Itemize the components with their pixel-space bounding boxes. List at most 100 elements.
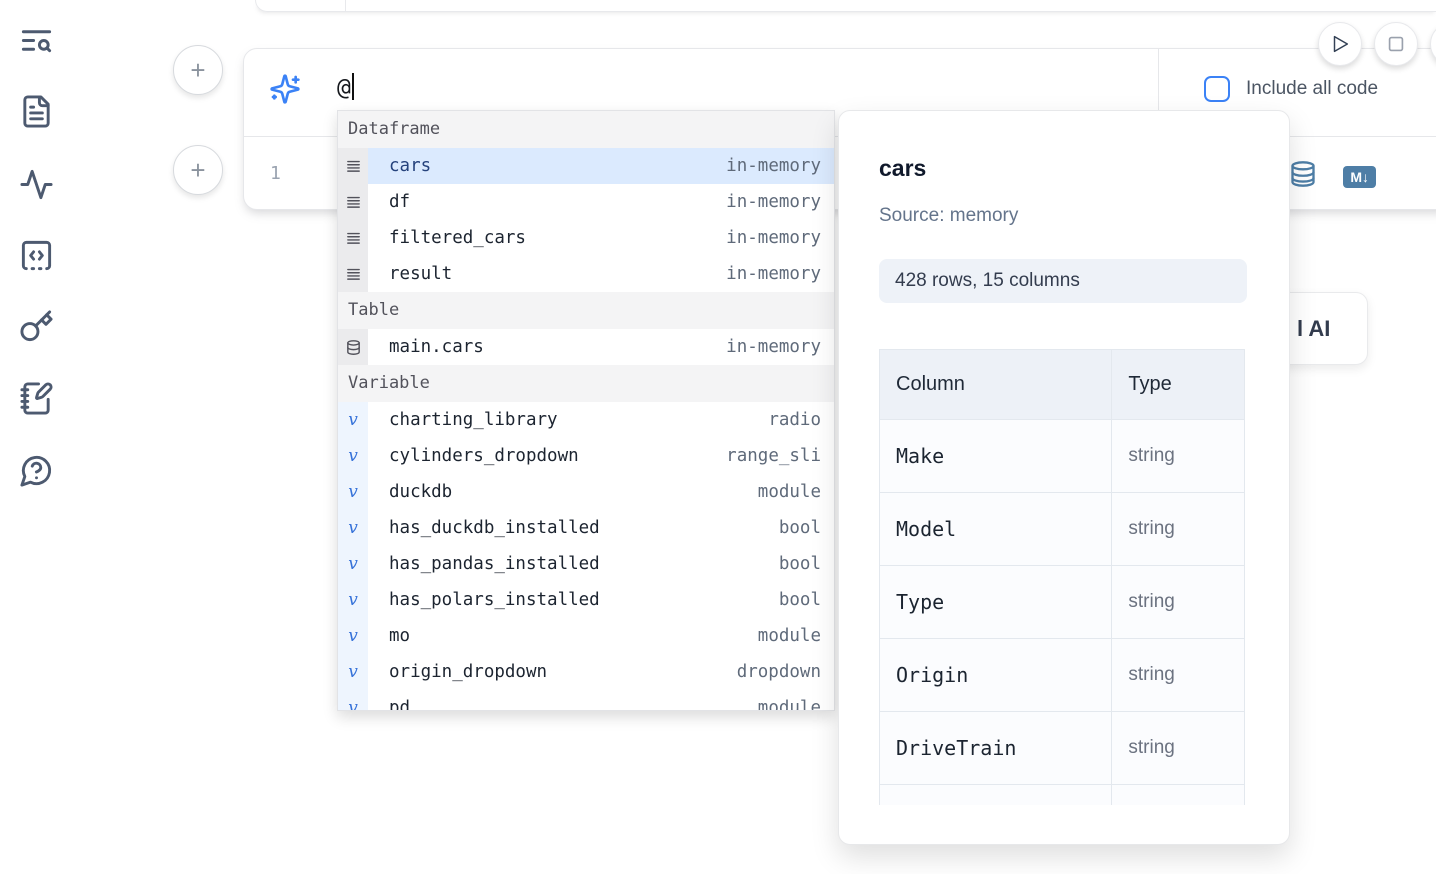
preview-shape-badge: 428 rows, 15 columns [879, 259, 1247, 303]
schema-column-name: Model [879, 492, 1113, 566]
autocomplete-item-df[interactable]: df in-memory [338, 184, 834, 220]
include-all-code-checkbox[interactable] [1204, 76, 1230, 102]
stop-cell-button[interactable] [1374, 22, 1418, 66]
schema-row [879, 784, 1245, 805]
schema-column-type: string [1111, 565, 1245, 639]
previous-cell-divider [345, 0, 346, 11]
preview-source: Source: memory [879, 205, 1019, 226]
completion-type: bool [778, 554, 821, 574]
completion-type: module [757, 482, 821, 502]
completion-name: mo [389, 626, 411, 646]
autocomplete-item-filtered_cars[interactable]: filtered_cars in-memory [338, 220, 834, 256]
completion-name: has_pandas_installed [389, 554, 600, 574]
dataframe-rows-icon [338, 256, 368, 292]
autocomplete-item-has_polars_installed[interactable]: v has_polars_installed bool [338, 582, 834, 618]
variable-icon: v [338, 546, 368, 582]
schema-column-name: Make [879, 419, 1113, 493]
variable-icon: v [338, 474, 368, 510]
schema-column-name: Origin [879, 638, 1113, 712]
play-icon [1333, 35, 1349, 53]
autocomplete-item-result[interactable]: result in-memory [338, 256, 834, 292]
completion-name: cylinders_dropdown [389, 446, 579, 466]
list-search-icon[interactable] [17, 21, 55, 59]
autocomplete-item-has_duckdb_installed[interactable]: v has_duckdb_installed bool [338, 510, 834, 546]
completion-name: pd [389, 698, 411, 711]
completion-name: result [389, 264, 453, 284]
run-cell-button[interactable] [1318, 22, 1362, 66]
dataframe-rows-icon [338, 220, 368, 256]
key-icon[interactable] [17, 307, 55, 345]
completion-name: origin_dropdown [389, 662, 548, 682]
completion-name: filtered_cars [389, 228, 526, 248]
schema-column-name: DriveTrain [879, 711, 1113, 785]
schema-column-type: string [1111, 638, 1245, 712]
left-sidebar [0, 0, 72, 874]
completion-type: bool [778, 518, 821, 538]
dataframe-preview-popup: cars Source: memory 428 rows, 15 columns… [838, 110, 1290, 845]
preview-title: cars [879, 155, 927, 181]
add-cell-button-bottom[interactable]: + [173, 145, 223, 195]
code-snippets-icon[interactable] [17, 236, 55, 274]
autocomplete-item-cylinders_dropdown[interactable]: v cylinders_dropdown range_sli [338, 438, 834, 474]
help-chat-icon[interactable] [17, 451, 55, 489]
schema-column-name: Type [879, 565, 1113, 639]
autocomplete-item-has_pandas_installed[interactable]: v has_pandas_installed bool [338, 546, 834, 582]
ai-prompt-input[interactable]: @ [337, 73, 354, 101]
completion-name: main.cars [389, 337, 484, 357]
completion-type: bool [778, 590, 821, 610]
dataframe-rows-icon [338, 184, 368, 220]
variable-icon: v [338, 582, 368, 618]
database-action-icon[interactable] [1289, 159, 1317, 194]
sparkles-icon [269, 73, 301, 105]
variable-icon: v [338, 510, 368, 546]
activity-icon[interactable] [17, 165, 55, 203]
completion-type: radio [768, 410, 821, 430]
text-cursor [351, 73, 354, 100]
completion-type: range_sli [726, 446, 821, 466]
ai-prompt-row[interactable]: @ Include all code [244, 49, 1436, 136]
completion-name: duckdb [389, 482, 453, 502]
completion-type: in-memory [726, 228, 821, 248]
autocomplete-item-cars[interactable]: cars in-memory [338, 148, 834, 184]
code-editor[interactable]: 1 M↓ [244, 137, 1436, 209]
variable-icon: v [338, 618, 368, 654]
notebook-pen-icon[interactable] [17, 379, 55, 417]
file-text-icon[interactable] [17, 92, 55, 130]
schema-column-name [879, 784, 1113, 805]
completion-name: has_polars_installed [389, 590, 600, 610]
completion-type: in-memory [726, 192, 821, 212]
schema-column-type: string [1111, 492, 1245, 566]
stop-icon [1388, 36, 1404, 52]
completion-type: module [757, 626, 821, 646]
schema-column-type [1111, 784, 1245, 805]
line-number: 1 [270, 163, 281, 184]
completion-name: cars [389, 156, 432, 176]
prompt-divider [1158, 49, 1159, 136]
completion-name: has_duckdb_installed [389, 518, 600, 538]
completion-name: df [389, 192, 411, 212]
autocomplete-item-duckdb[interactable]: v duckdb module [338, 474, 834, 510]
schema-header-type: Type [1111, 349, 1245, 420]
variable-icon: v [338, 438, 368, 474]
markdown-badge[interactable]: M↓ [1343, 165, 1376, 188]
completion-type: in-memory [726, 156, 821, 176]
completion-name: charting_library [389, 410, 558, 430]
autocomplete-item-mo[interactable]: v mo module [338, 618, 834, 654]
database-icon [338, 329, 368, 365]
ai-button-label: l AI [1297, 315, 1331, 341]
previous-cell-edge [255, 0, 1436, 12]
add-cell-button-top[interactable]: + [173, 45, 223, 95]
completion-type: in-memory [726, 264, 821, 284]
completion-type: dropdown [736, 662, 821, 682]
